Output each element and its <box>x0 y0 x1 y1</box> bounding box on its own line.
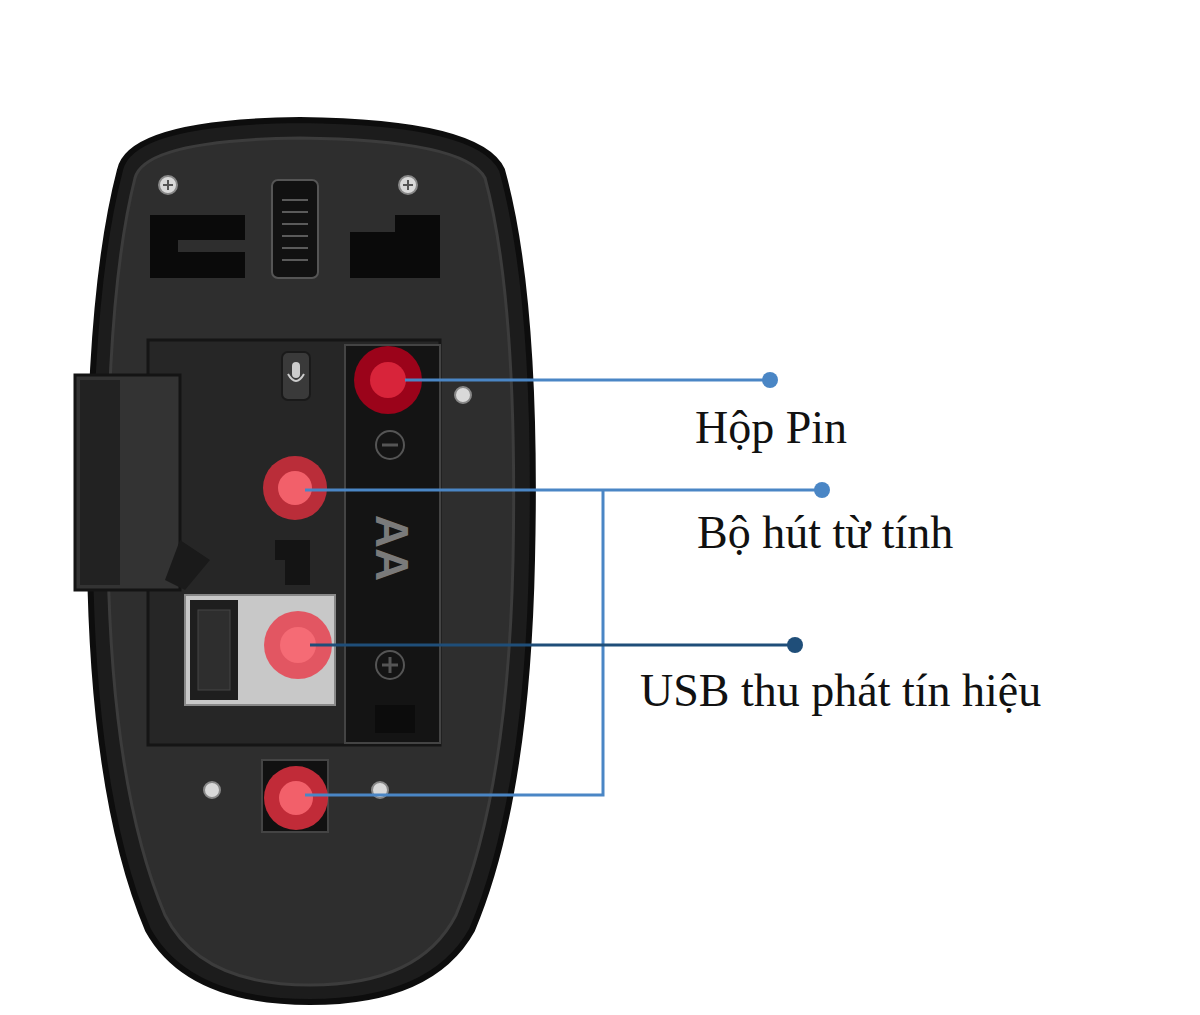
red-markers <box>263 346 422 830</box>
part-label: Bộ hút từ tính <box>697 510 953 556</box>
latch <box>165 540 210 590</box>
usb-plug-inner <box>198 610 230 690</box>
minus-symbol <box>376 431 404 459</box>
part-label: USB thu phát tín hiệu <box>640 668 1041 714</box>
usb-plug <box>190 600 238 700</box>
battery-contact <box>375 705 415 733</box>
screws <box>140 176 471 798</box>
wheel-ridges <box>282 200 308 260</box>
magnet-slot <box>275 540 310 585</box>
leader-dot <box>814 482 830 498</box>
button-opening <box>150 215 245 278</box>
plus-mark <box>389 657 392 673</box>
part-label: Hộp Pin <box>695 405 847 451</box>
plus-symbol <box>376 651 404 679</box>
minus-mark <box>382 444 398 447</box>
mic-icon <box>292 362 300 378</box>
battery-slot <box>345 345 440 743</box>
side-panel <box>75 375 180 590</box>
mic-icon <box>288 374 304 381</box>
scroll-wheel <box>272 180 318 278</box>
battery-marking: AA <box>369 515 415 581</box>
leader-dot <box>762 372 778 388</box>
mic-recess <box>282 352 310 400</box>
button-opening <box>350 215 440 278</box>
leader-dot <box>787 637 803 653</box>
usb-receiver <box>185 595 335 705</box>
battery-compartment <box>148 340 440 745</box>
side-switch <box>80 380 120 585</box>
